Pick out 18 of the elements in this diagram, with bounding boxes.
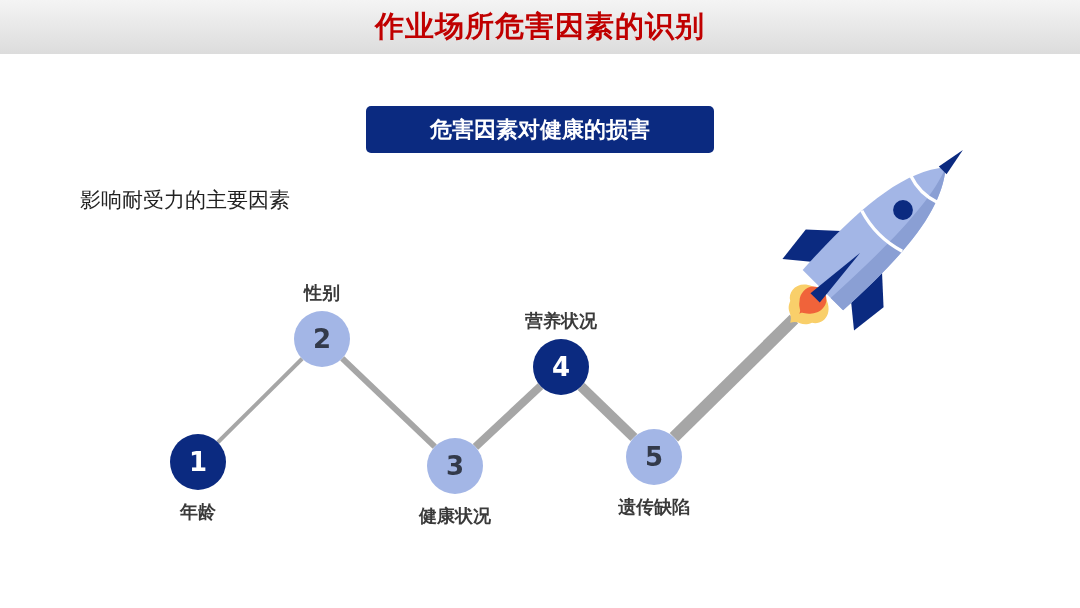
step-label: 健康状况 xyxy=(419,504,491,528)
connector-line xyxy=(669,314,799,442)
step-label: 营养状况 xyxy=(525,309,597,333)
step-circle: 3 xyxy=(427,438,483,494)
step-circle: 5 xyxy=(626,429,682,485)
step-label: 遗传缺陷 xyxy=(618,495,690,519)
connector-line xyxy=(216,357,304,444)
connector-line xyxy=(577,382,638,442)
page-title: 作业场所危害因素的识别 xyxy=(375,8,705,45)
step-circle: 4 xyxy=(533,339,589,395)
step-circle: 2 xyxy=(294,311,350,367)
connector-line xyxy=(472,383,544,450)
step-circle: 1 xyxy=(170,434,226,490)
step-label: 年龄 xyxy=(180,500,216,524)
step-label: 性别 xyxy=(304,281,340,305)
section-note: 影响耐受力的主要因素 xyxy=(80,187,290,214)
connector-line xyxy=(340,356,437,449)
heading-banner: 危害因素对健康的损害 xyxy=(366,106,714,153)
